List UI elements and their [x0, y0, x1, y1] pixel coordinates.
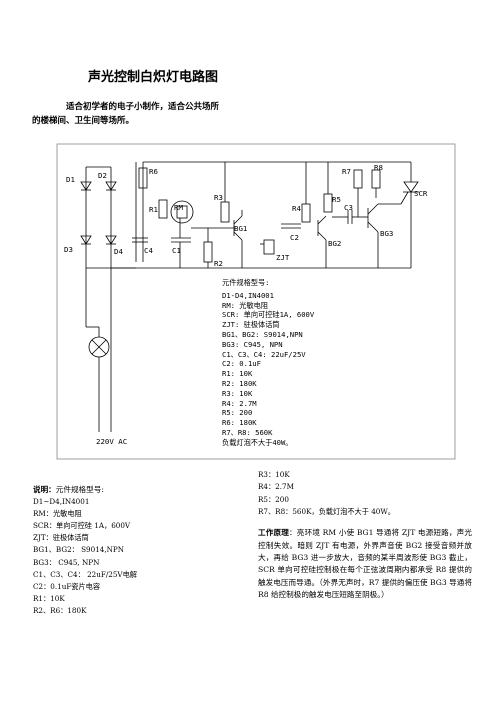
label-c3: C3	[344, 203, 353, 212]
note-line: ZJT：驻极体话筒	[33, 533, 89, 543]
intro-line-2: 的楼梯间、卫生间等场所。	[32, 116, 135, 126]
label-rm: RM	[174, 203, 183, 212]
notes-right: R3：10K R4：2.7M R5：200 R7、R8：560K，负载灯泡不大于…	[258, 469, 472, 602]
spec-line: BG3: C945, NPN	[222, 339, 283, 349]
spec-line: R4: 2.7M	[222, 398, 257, 408]
page-title: 声光控制白炽灯电路图	[88, 70, 219, 85]
note-line: RM：光敏电阻	[33, 509, 82, 519]
spec-line: SCR: 单向可控硅1A, 600V	[222, 310, 315, 320]
note-line: R5：200	[258, 494, 289, 504]
label-bg3: BG3	[380, 229, 393, 238]
note-line: R2、R6：180K	[33, 605, 87, 615]
spec-line: R2: 180K	[222, 378, 257, 388]
working-principle: 工作原理：亮环境 RM 小使 BG1 导通将 ZJT 电源短路，声光控制失效。暗…	[258, 527, 472, 601]
spec-list: 元件规格型号: D1-D4,IN4001 RM: 光敏电阻 SCR: 单向可控硅…	[222, 278, 314, 448]
spec-line: R7、R8: 560K	[222, 427, 273, 437]
notes-heading: 说明：	[33, 485, 56, 494]
label-ac: 220V AC	[96, 437, 127, 446]
label-bg1: BG1	[234, 224, 247, 233]
spec-line: ZJT: 驻极体话筒	[222, 320, 280, 330]
spec-title: 元件规格型号:	[222, 278, 270, 287]
note-line: D1~D4,IN4001	[33, 497, 90, 507]
label-r6: R6	[149, 167, 158, 176]
label-c4: C4	[144, 246, 153, 255]
spec-line: BG1、BG2: S9014,NPN	[222, 329, 303, 339]
label-r1: R1	[149, 205, 158, 214]
spec-line: R3: 10K	[222, 388, 253, 398]
principle-heading: 工作原理	[258, 528, 290, 538]
label-scr: SCR	[414, 189, 428, 198]
label-c1: C1	[172, 246, 181, 255]
note-line: R1：10K	[33, 593, 65, 603]
label-r4: R4	[292, 204, 301, 213]
spec-line: D1-D4,IN4001	[222, 290, 274, 300]
note-line: SCR：单向可控硅 1A，600V	[33, 521, 131, 531]
label-d1: D1	[66, 175, 75, 184]
label-r7: R7	[342, 167, 351, 176]
spec-line: R6: 180K	[222, 418, 257, 428]
label-zjt: ZJT	[276, 253, 290, 262]
spec-line: C2: 0.1uF	[222, 359, 261, 369]
label-c2: C2	[290, 233, 299, 242]
note-line: R4：2.7M	[258, 482, 294, 492]
label-bg2: BG2	[328, 239, 341, 248]
spec-line: R5: 200	[222, 408, 253, 418]
note-line: R3：10K	[258, 470, 290, 479]
note-line: BG1、BG2： S9014,NPN	[33, 545, 125, 555]
label-r2: R2	[214, 259, 223, 268]
label-d3: D3	[64, 245, 73, 254]
spec-line: R1: 10K	[222, 369, 253, 379]
label-r5: R5	[332, 195, 341, 204]
circuit-schematic: D1 D2 D3 D4 R6 R1 RM R3 R2 BG1 C4 C1 R4 …	[56, 143, 456, 460]
label-r3: R3	[214, 193, 223, 202]
label-d4: D4	[114, 247, 123, 256]
label-d2: D2	[98, 171, 107, 180]
spec-line: 负载灯泡不大于40W。	[222, 437, 293, 447]
notes-subheading: 元件规格型号:	[55, 485, 104, 494]
spec-line: C1、C3、C4: 22uF/25V	[222, 349, 306, 359]
spec-line: RM: 光敏电阻	[222, 300, 269, 310]
label-r8: R8	[374, 163, 383, 172]
note-line: C2：0.1uF瓷片电容	[33, 581, 101, 591]
notes-left: 说明：元件规格型号: D1~D4,IN4001 RM：光敏电阻 SCR：单向可控…	[33, 484, 233, 617]
note-line: R7、R8：560K，负载灯泡不大于 40W。	[258, 506, 395, 516]
principle-body: ：亮环境 RM 小使 BG1 导通将 ZJT 电源短路，声光控制失效。暗则 ZJ…	[258, 528, 473, 600]
intro-line-1: 适合初学者的电子小制作，适合公共场所	[66, 102, 220, 112]
note-line: BG3： C945, NPN	[33, 557, 100, 567]
note-line: C1、C3、C4： 22uF/25V电解	[33, 569, 137, 579]
